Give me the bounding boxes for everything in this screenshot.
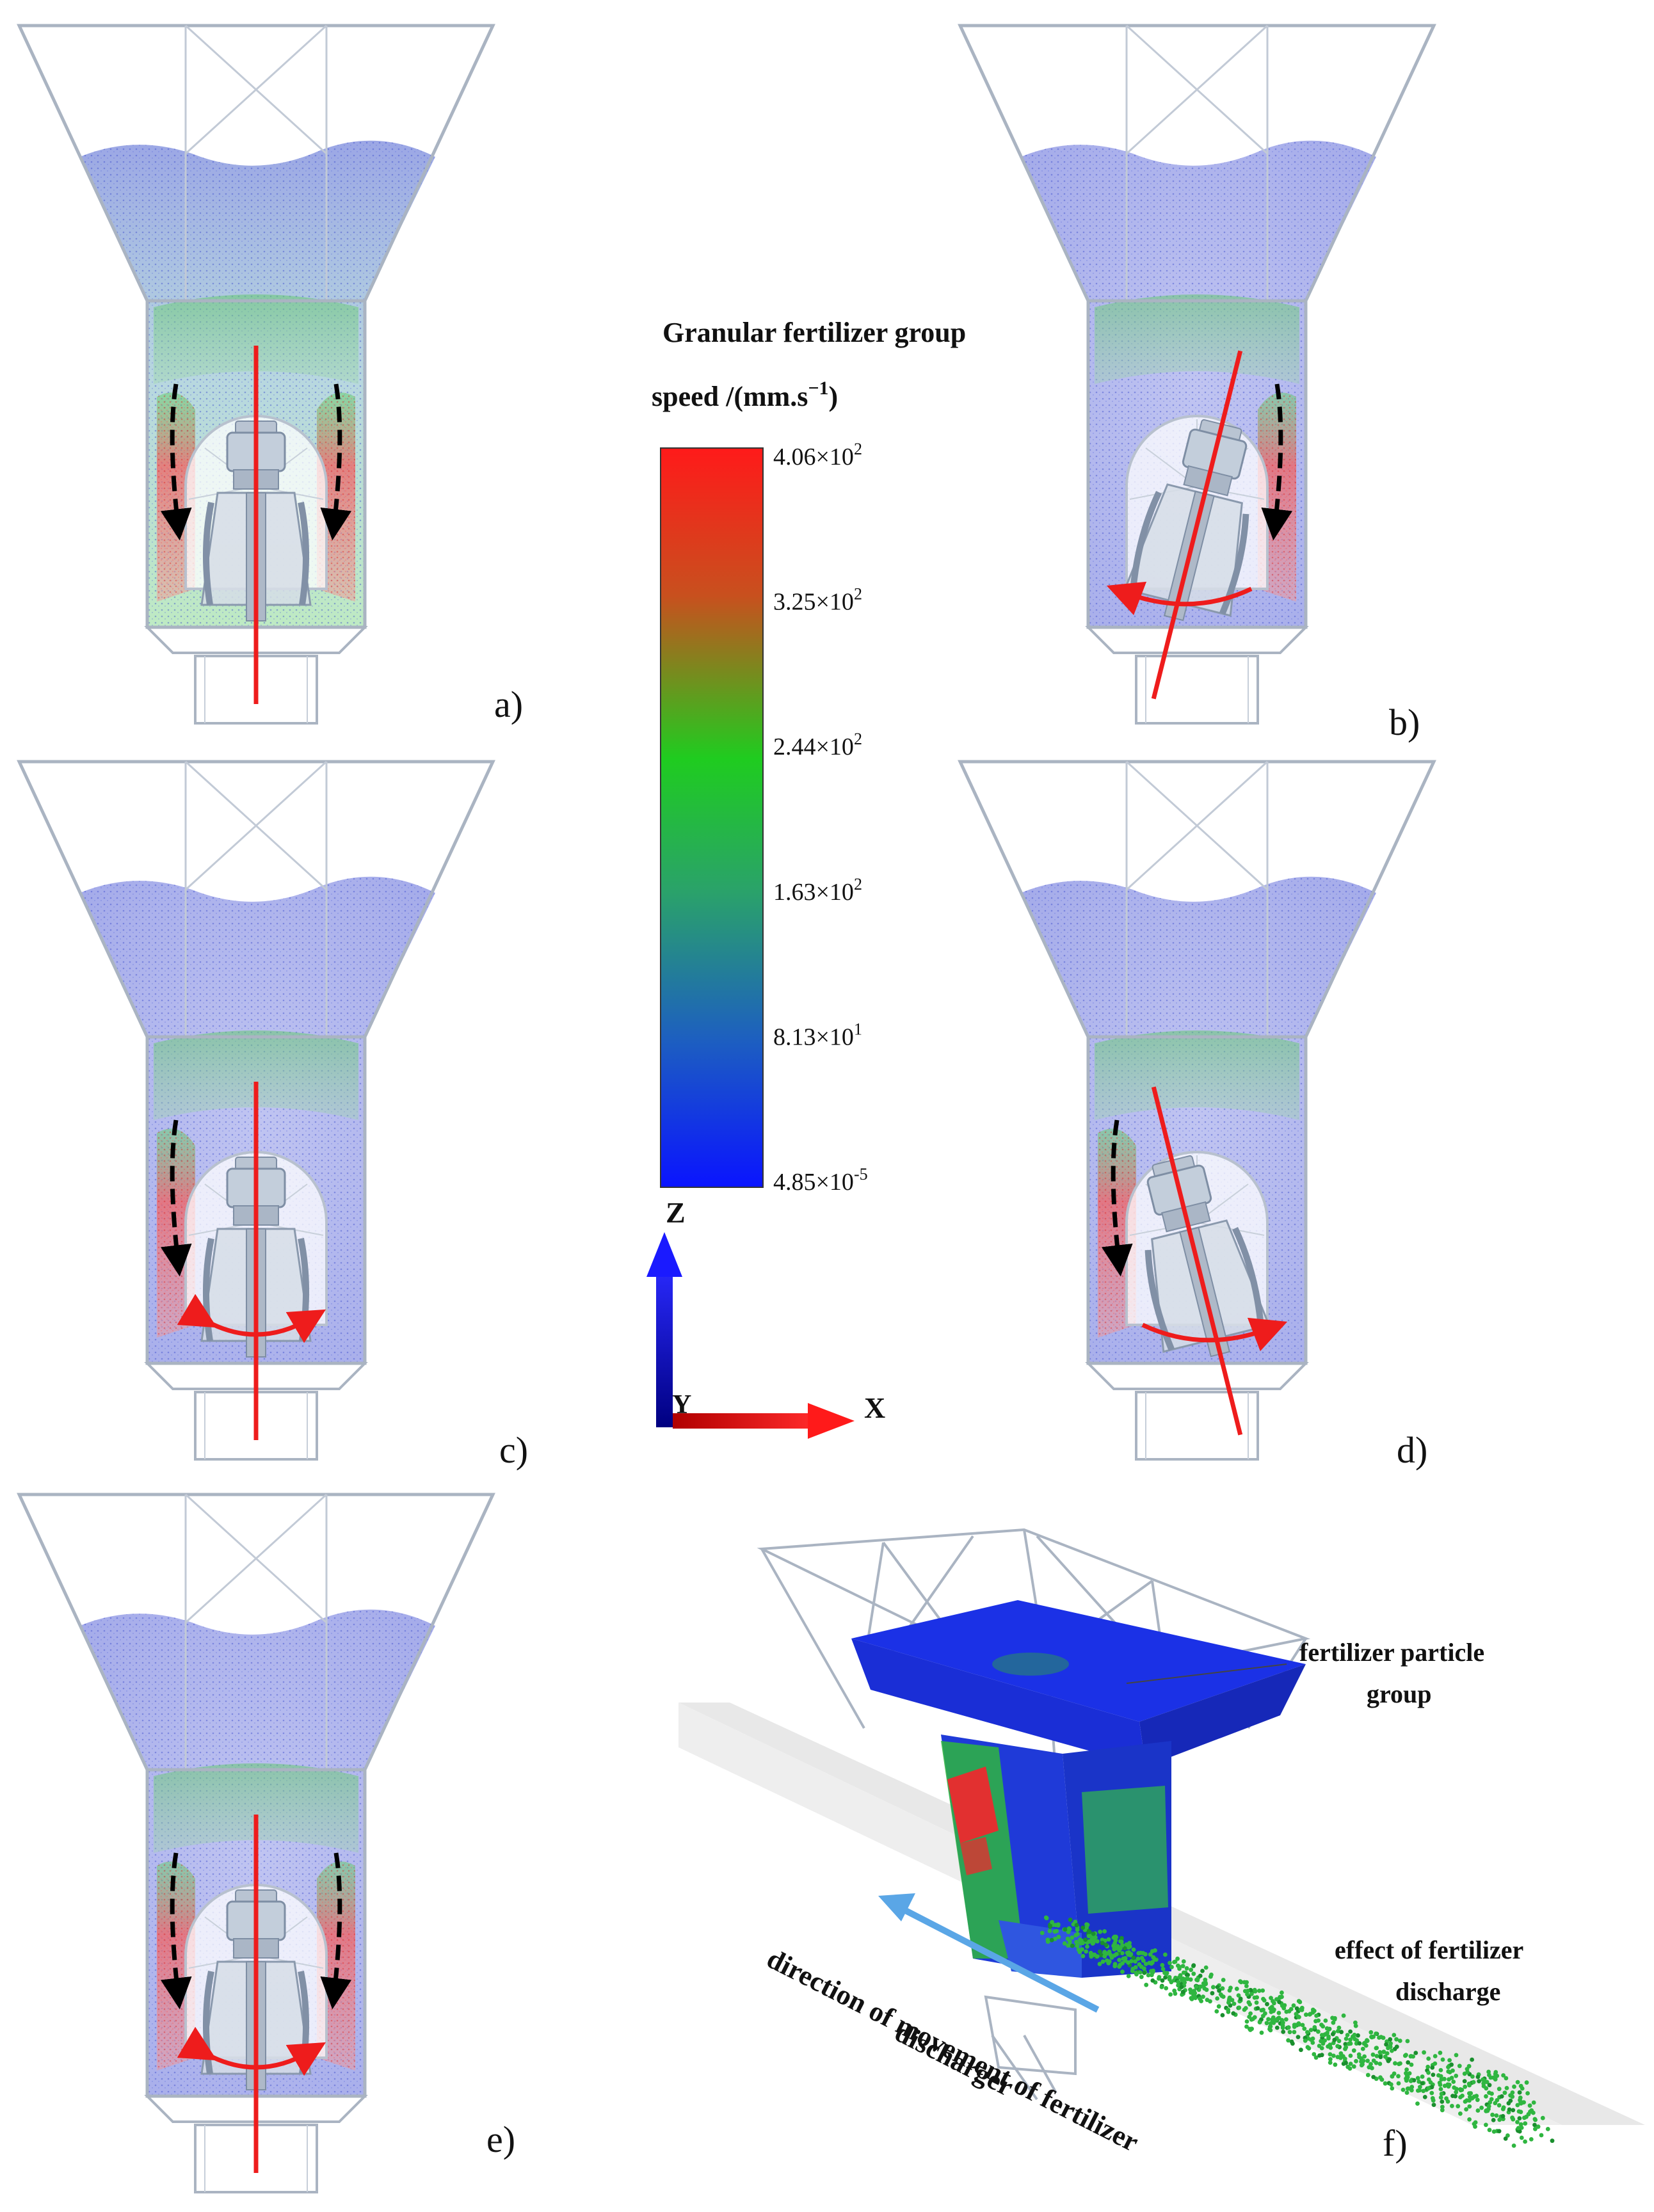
flow-arrow-left [160, 383, 192, 541]
hopper-panel-e [19, 1495, 493, 2192]
color-bar-ticks: 4.06×102 3.25×102 2.44×102 1.63×102 8.13×101… [773, 440, 868, 1196]
rotation-arrow-both [177, 2026, 326, 2076]
flow-arrow-left [160, 1119, 192, 1277]
rotor-assembly [202, 346, 310, 704]
axis-z-head [646, 1232, 682, 1277]
axis-y-label: Y [672, 1390, 691, 1420]
panel-f-3d-view: fertilizer particle group effect of fert… [678, 1528, 1645, 2164]
hopper-panel-c [19, 762, 493, 1459]
particle-top-surface [851, 1600, 1306, 1722]
axis-z-label: Z [666, 1196, 686, 1229]
flow-arrow-right [320, 1852, 352, 2010]
axis-x-label: X [864, 1391, 885, 1424]
color-bar [660, 447, 764, 1188]
discharged-particles [1040, 1915, 1555, 2148]
axis-x-shaft [673, 1413, 814, 1429]
particle-group-leader [1126, 1663, 1287, 1684]
rotor-axis-line [1151, 350, 1243, 700]
flow-arrow-right [320, 383, 352, 541]
flow-arrow-right [1261, 383, 1293, 541]
hopper-panels [19, 26, 1434, 2192]
particle-group-label-line2: group [1367, 1679, 1432, 1708]
rotor-assembly [202, 1815, 310, 2173]
rotation-arrow-both [177, 1294, 326, 1343]
hopper-panel-b [960, 26, 1434, 723]
panel-label-e: e) [486, 2119, 515, 2160]
rotor-assembly [1101, 1086, 1293, 1436]
discharge-effect-label-line2: discharge [1395, 1977, 1500, 2006]
legend-title-line2: speed /(mm.s−1) [652, 378, 838, 412]
color-bar-tick-label: 1.63×102 [773, 875, 862, 906]
speed-legend: Granular fertilizer group speed /(mm.s−1… [652, 317, 966, 1196]
color-bar-tick-label: 4.85×10-5 [773, 1165, 868, 1196]
particle-group-label-line1: fertilizer particle [1299, 1638, 1484, 1667]
color-bar-tick-label: 4.06×102 [773, 440, 862, 470]
legend-title-line1: Granular fertilizer group [662, 317, 966, 348]
rotor-assembly [1101, 350, 1293, 700]
color-bar-tick-label: 3.25×102 [773, 585, 862, 616]
discharge-effect-label-line1: effect of fertilizer [1335, 1936, 1523, 1964]
hopper-panel-a [19, 26, 493, 723]
panel-label-d: d) [1397, 1429, 1427, 1471]
rotor-axis-line [1151, 1086, 1243, 1436]
movement-direction-arrow [897, 1904, 1100, 2013]
panel-label-f: f) [1383, 2122, 1408, 2164]
flow-arrow-left [160, 1852, 192, 2010]
color-bar-tick-label: 2.44×102 [773, 730, 862, 760]
rotation-arrow-left [1106, 581, 1253, 616]
axis-z-shaft [656, 1264, 673, 1427]
panel-label-c: c) [499, 1429, 528, 1471]
hopper-panel-d [960, 762, 1434, 1459]
axis-x-head [808, 1403, 855, 1439]
rotation-arrow-right [1141, 1317, 1288, 1352]
panel-label-b: b) [1389, 701, 1420, 743]
panel-label-a: a) [494, 684, 523, 725]
color-bar-tick-label: 8.13×101 [773, 1020, 862, 1050]
flow-arrow-left [1101, 1119, 1133, 1277]
rotor-assembly [202, 1082, 310, 1440]
coordinate-axes: Z Y X [646, 1196, 885, 1439]
